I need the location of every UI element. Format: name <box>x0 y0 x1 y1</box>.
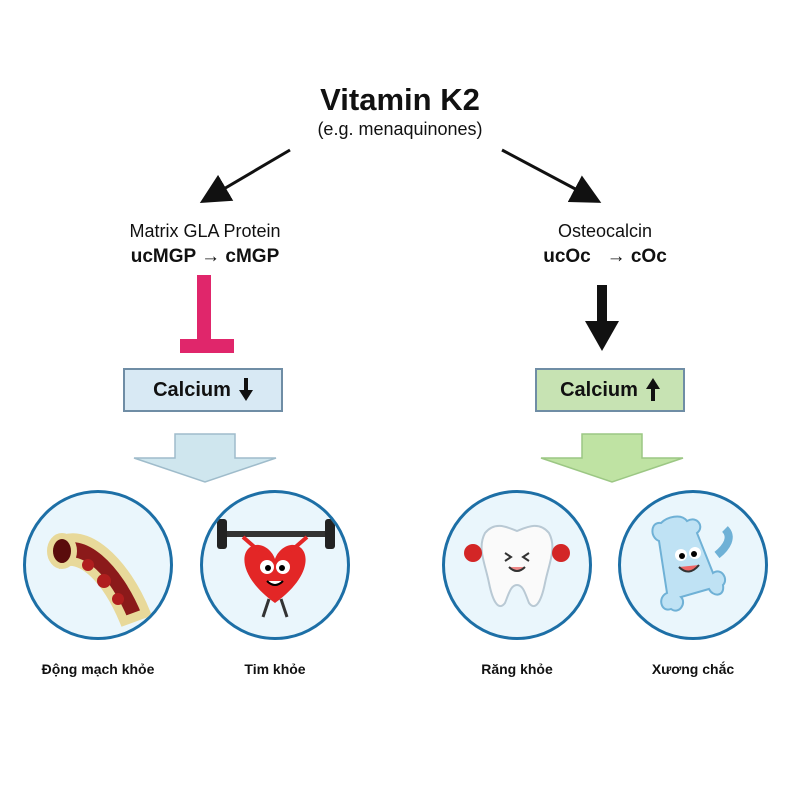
artery-icon <box>47 533 152 627</box>
calcium-label-left: Calcium <box>153 378 231 401</box>
calcium-decrease-box: Calcium <box>123 368 283 412</box>
outcome-label-bone: Xương chắc <box>651 661 735 677</box>
heart-weightlifter-icon <box>217 519 335 618</box>
diagram-subtitle: (e.g. menaquinones) <box>317 119 483 139</box>
arrow-up-icon <box>645 378 660 402</box>
outcome-label-teeth: Răng khỏe <box>481 661 553 677</box>
calcium-label-right: Calcium <box>560 378 638 401</box>
left-protein-forms: ucMGP → cMGP <box>130 246 280 267</box>
inhibition-symbol <box>180 275 234 353</box>
left-protein-name: Matrix GLA Protein <box>129 221 281 241</box>
tooth-circle <box>442 490 592 640</box>
tooth-boxer-icon <box>464 525 570 608</box>
right-funnel-arrow <box>540 433 684 483</box>
bone-strong-icon <box>651 515 733 612</box>
left-branch-arrow <box>199 148 291 204</box>
right-protein-name: Osteocalcin <box>557 221 653 241</box>
right-branch-arrow <box>501 148 602 203</box>
heart-circle <box>200 490 350 640</box>
artery-circle <box>23 490 173 640</box>
calcium-increase-box: Calcium <box>535 368 685 412</box>
outcome-label-heart: Tim khỏe <box>244 661 306 677</box>
diagram-title: Vitamin K2 <box>320 82 480 117</box>
bone-circle <box>618 490 768 640</box>
right-protein-forms: ucOc → cOc <box>543 246 667 267</box>
activation-arrow <box>585 285 619 351</box>
left-funnel-arrow <box>133 433 277 483</box>
arrow-down-icon <box>238 378 253 402</box>
outcome-label-artery: Động mạch khỏe <box>41 661 155 677</box>
